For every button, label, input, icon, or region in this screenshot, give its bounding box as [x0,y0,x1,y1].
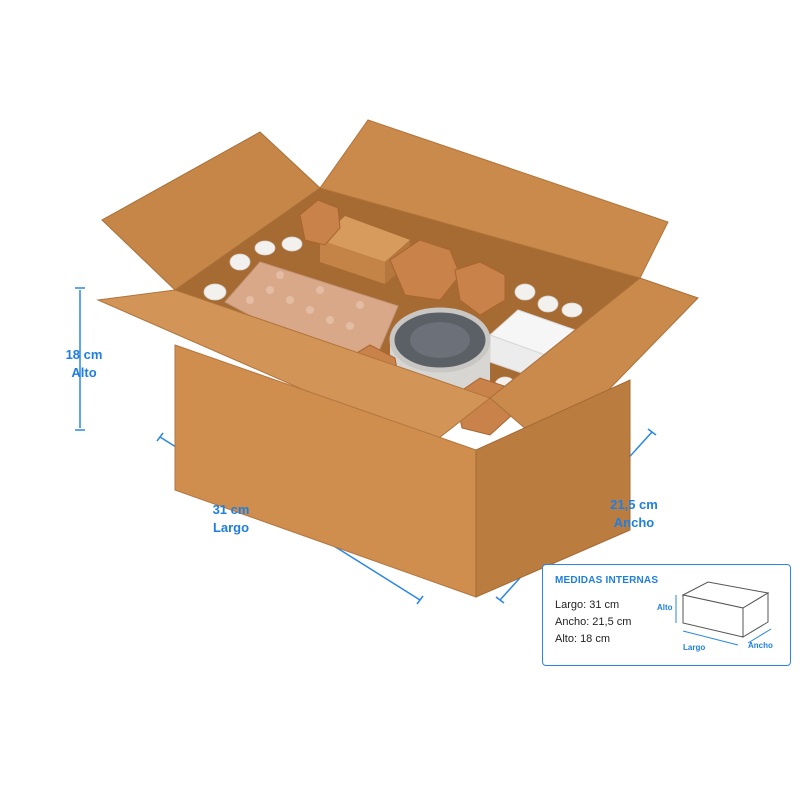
width-value: 21,5 cm [610,497,658,512]
height-value: 18 cm [65,347,103,362]
info-line-height: Alto: 18 cm [555,633,611,645]
length-name: Largo [212,520,250,535]
width-label: 21,5 cm Ancho [594,496,674,532]
height-dimension-line [75,287,85,431]
internal-dimensions-box: MEDIDAS INTERNAS Largo: 31 cm Ancho: 21,… [542,564,791,666]
length-label: 31 cm Largo [196,501,266,537]
length-value: 31 cm [212,502,250,517]
box-left-flap [101,131,321,291]
diagram-width-label: Ancho [748,641,773,650]
diagram-length-label: Largo [683,643,706,652]
height-label: 18 cm Alto [54,346,114,382]
width-name: Ancho [613,515,655,530]
box-side-face [475,379,631,598]
height-name: Alto [71,365,97,380]
box-back-flap [319,119,669,279]
diagram-height-label: Alto [657,603,673,612]
info-line-width: Ancho: 21,5 cm [555,616,632,628]
bubble-texture [246,271,364,330]
info-line-length: Largo: 31 cm [555,599,620,611]
info-title: MEDIDAS INTERNAS [555,575,659,586]
box-diagram-icon [675,581,772,646]
